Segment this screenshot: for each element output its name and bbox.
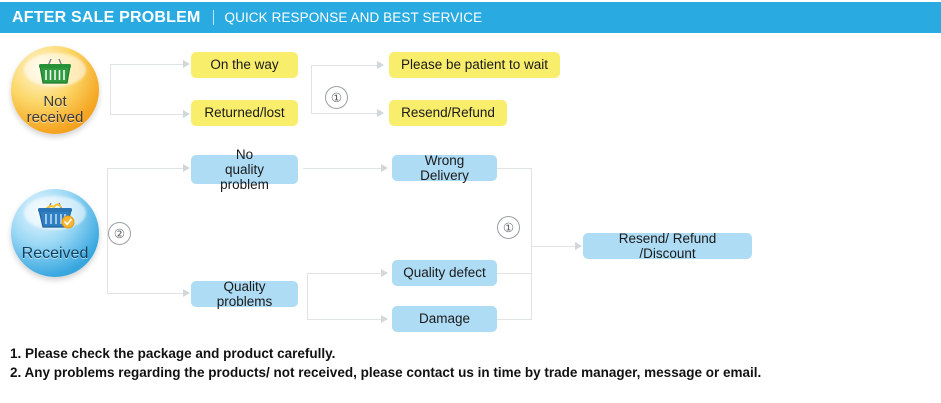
connector-top-trunk: [311, 65, 312, 113]
arrow-to-final-outcome: [575, 242, 582, 250]
connector-merge-wrong-delivery: [497, 168, 531, 169]
flow-box-wrong-delivery[interactable]: Wrong Delivery: [392, 153, 497, 183]
arrow-to-quality-defect: [381, 269, 388, 277]
connector-to-please-wait: [311, 65, 378, 66]
header-subtitle: QUICK RESPONSE AND BEST SERVICE: [224, 10, 483, 25]
footer-notes: 1. Please check the package and product …: [10, 344, 910, 382]
circle-label-line2: received: [26, 108, 84, 126]
connector-to-damage: [307, 319, 382, 320]
marker-one-bottom: ①: [497, 216, 520, 239]
connector-to-resend-refund: [311, 113, 378, 114]
flow-box-no-quality-problem-line2: quality problem: [220, 161, 269, 193]
connector-to-quality-defect: [307, 273, 382, 274]
arrow-to-wrong-delivery: [381, 164, 388, 172]
header-banner: AFTER SALE PROBLEM QUICK RESPONSE AND BE…: [0, 2, 941, 33]
arrow-not-received-to-returned-lost: [183, 110, 190, 118]
footer-note-1: 1. Please check the package and product …: [10, 346, 336, 361]
connector-merge-to-outcome: [531, 246, 576, 247]
connector-merge-quality-defect: [497, 273, 531, 274]
connector-quality-problems-trunk: [307, 273, 308, 320]
flow-box-quality-problems[interactable]: Quality problems: [191, 279, 298, 309]
header-divider: [212, 10, 214, 25]
arrow-received-to-no-quality-problem: [183, 164, 190, 172]
flow-box-damage[interactable]: Damage: [392, 306, 497, 332]
arrow-received-to-quality-problems: [183, 289, 190, 297]
status-circle-received: Received: [11, 189, 99, 277]
marker-two: ②: [108, 222, 131, 245]
connector-not-received-to-returned-lost: [110, 114, 184, 115]
connector-received-to-quality-problems: [107, 293, 184, 294]
flow-box-returned-lost[interactable]: Returned/lost: [191, 100, 298, 126]
arrow-not-received-to-on-the-way: [183, 60, 190, 68]
connector-received-to-no-quality-problem: [107, 168, 184, 169]
flow-box-please-be-patient-to-wait[interactable]: Please be patient to wait: [389, 52, 560, 78]
status-circle-not-received-label: Not received: [27, 94, 84, 125]
arrow-to-damage: [381, 315, 388, 323]
status-circle-received-label: Received: [21, 244, 89, 262]
circle-gloss: [24, 196, 86, 230]
flow-box-no-quality-problem[interactable]: No quality problem: [191, 147, 298, 192]
flow-box-no-quality-problem-line1: No: [235, 146, 254, 162]
arrow-to-please-wait: [377, 61, 384, 69]
connector-to-wrong-delivery: [303, 168, 382, 169]
page-title: AFTER SALE PROBLEM: [12, 8, 201, 26]
flow-box-resend-refund[interactable]: Resend/Refund: [389, 100, 507, 126]
arrow-to-resend-refund: [377, 109, 384, 117]
status-circle-not-received: Not received: [11, 46, 99, 134]
connector-not-received-to-on-the-way: [110, 64, 184, 65]
marker-one-top: ①: [325, 86, 348, 109]
flow-box-on-the-way[interactable]: On the way: [191, 52, 298, 78]
circle-label-line1: Not: [43, 93, 67, 111]
flow-box-resend-refund-discount[interactable]: Resend/ Refund /Discount: [583, 231, 752, 261]
flow-box-quality-defect[interactable]: Quality defect: [392, 260, 497, 286]
footer-note-2: 2. Any problems regarding the products/ …: [10, 365, 762, 381]
connector-merge-spine: [531, 168, 532, 320]
circle-gloss: [24, 53, 86, 87]
connector-received-trunk: [107, 168, 108, 294]
connector-merge-damage: [497, 319, 531, 320]
connector-not-received-trunk: [110, 64, 111, 114]
